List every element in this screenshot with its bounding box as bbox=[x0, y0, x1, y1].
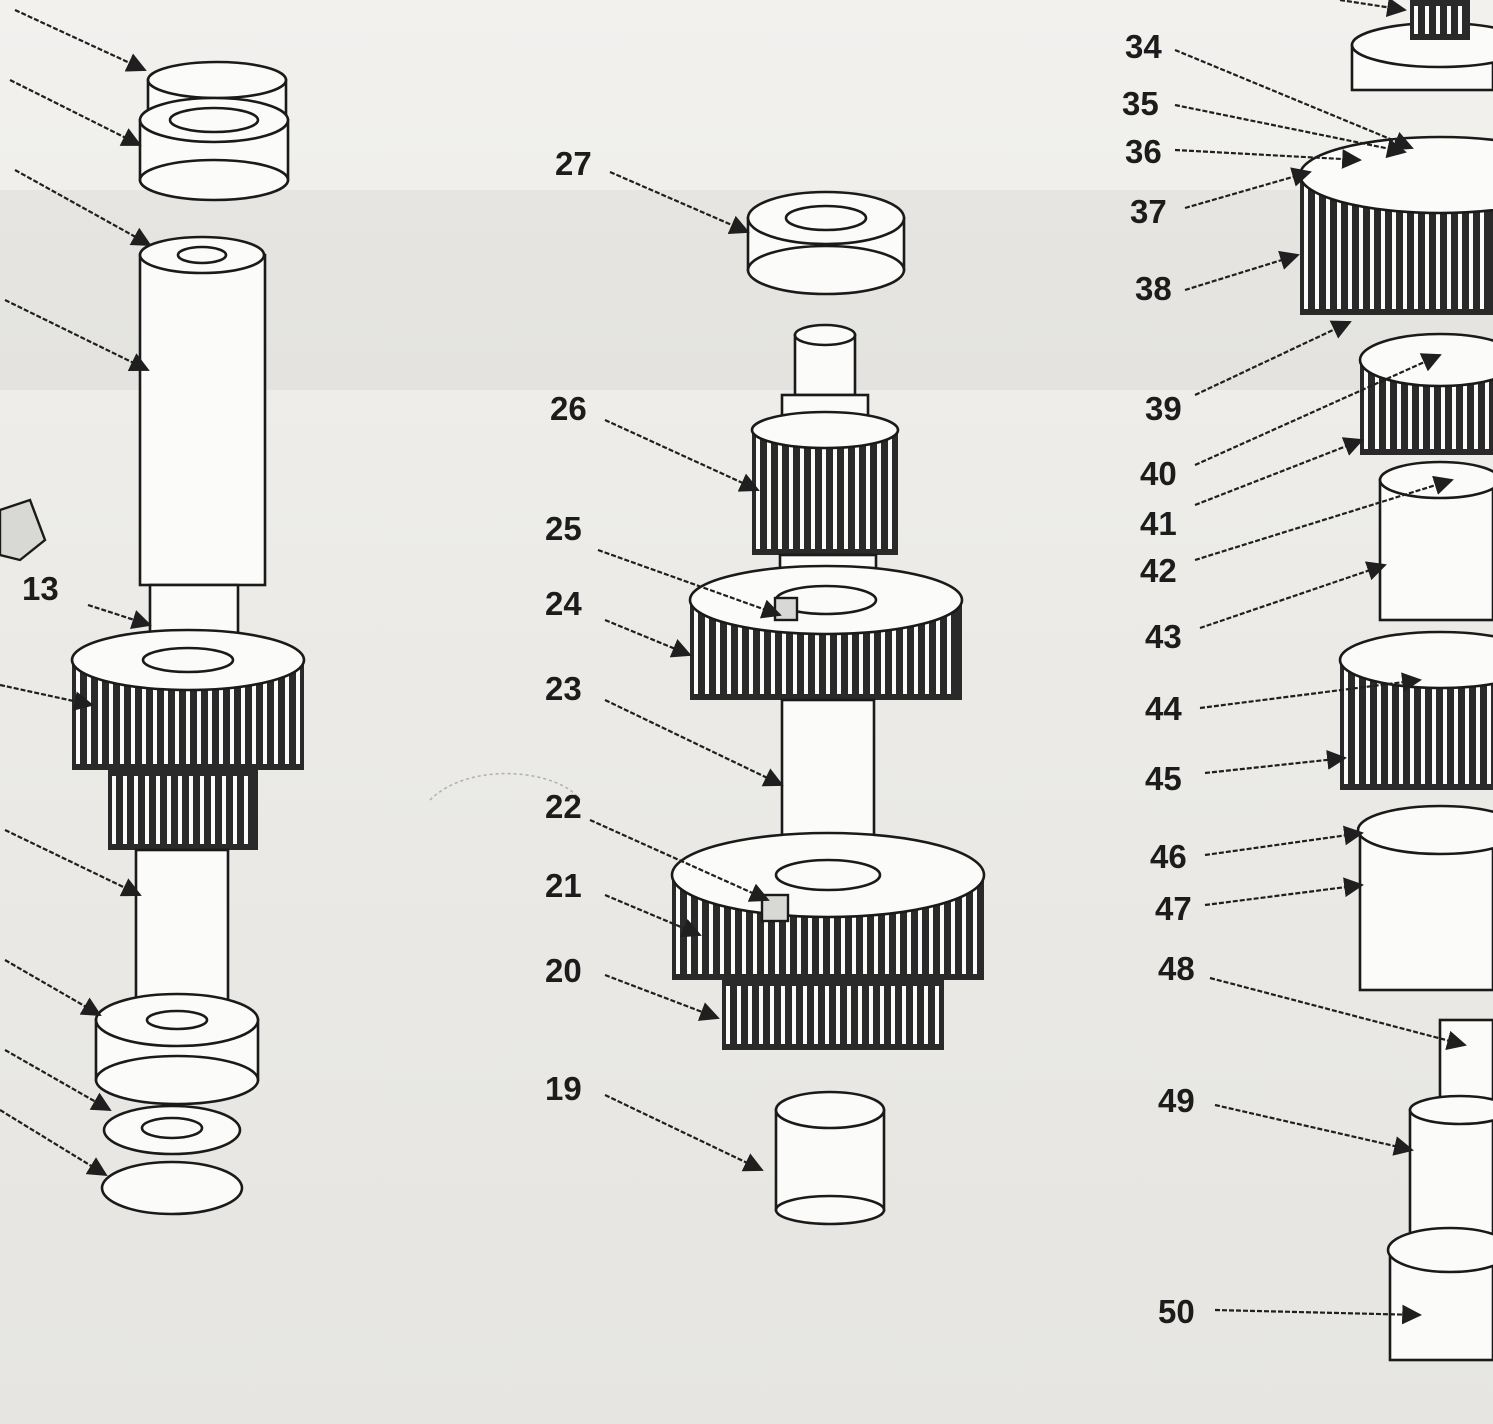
left-bottom-bearing bbox=[94, 992, 260, 1106]
callout-34: 34 bbox=[1125, 28, 1162, 65]
callout-46: 46 bbox=[1150, 838, 1187, 875]
right-top-cap bbox=[1350, 0, 1493, 92]
gear-26 bbox=[750, 410, 900, 555]
gear-teeth bbox=[756, 436, 892, 549]
callout-35: 35 bbox=[1122, 85, 1159, 122]
callout-38: 38 bbox=[1135, 270, 1172, 307]
callout-13: 13 bbox=[22, 570, 59, 607]
gear-38 bbox=[1298, 135, 1493, 315]
callout-44: 44 bbox=[1145, 690, 1182, 727]
gear-teeth bbox=[1414, 6, 1462, 34]
callout-45: 45 bbox=[1145, 760, 1182, 797]
gear-teeth bbox=[1364, 366, 1489, 449]
center-shaft-assembly bbox=[429, 190, 986, 1226]
left-shaft bbox=[138, 235, 267, 677]
left-helical-gear bbox=[70, 628, 306, 850]
callout-36: 36 bbox=[1125, 133, 1162, 170]
callout-labels: 13 19 20 21 22 23 24 25 26 27 34 35 36 3… bbox=[22, 28, 1195, 1330]
callout-19: 19 bbox=[545, 1070, 582, 1107]
gear-teeth bbox=[112, 776, 248, 844]
left-bracket bbox=[0, 498, 47, 562]
gear-20 bbox=[722, 980, 944, 1050]
bushing-49 bbox=[1408, 1094, 1493, 1242]
bearing-27 bbox=[746, 190, 906, 296]
bearing-50 bbox=[1386, 1226, 1493, 1362]
gear-40 bbox=[1358, 332, 1493, 455]
gear-teeth bbox=[1304, 181, 1484, 309]
gear-teeth bbox=[726, 986, 939, 1044]
bearing-46-47 bbox=[1356, 804, 1493, 992]
callout-40: 40 bbox=[1140, 455, 1177, 492]
callout-49: 49 bbox=[1158, 1082, 1195, 1119]
left-shaft-assembly bbox=[0, 9, 306, 1216]
leader-lines bbox=[87, 0, 1467, 1325]
gear-21 bbox=[670, 831, 986, 980]
callout-39: 39 bbox=[1145, 390, 1182, 427]
gear-teeth bbox=[1344, 666, 1491, 784]
left-disc bbox=[100, 1160, 244, 1216]
callout-25: 25 bbox=[545, 510, 582, 547]
callout-21: 21 bbox=[545, 867, 582, 904]
right-shaft-assembly bbox=[1298, 0, 1493, 1362]
callout-23: 23 bbox=[545, 670, 582, 707]
gear-teeth bbox=[676, 881, 977, 974]
gear-teeth bbox=[694, 606, 951, 694]
key-25 bbox=[773, 596, 799, 622]
bushing-19 bbox=[774, 1090, 886, 1226]
left-washer bbox=[102, 1104, 242, 1156]
callout-47: 47 bbox=[1155, 890, 1192, 927]
callout-22: 22 bbox=[545, 788, 582, 825]
callout-48: 48 bbox=[1158, 950, 1195, 987]
callout-27: 27 bbox=[555, 145, 592, 182]
gear-teeth bbox=[76, 666, 300, 764]
callout-42: 42 bbox=[1140, 552, 1177, 589]
collar-42-43 bbox=[1378, 460, 1493, 622]
callout-37: 37 bbox=[1130, 193, 1167, 230]
callout-41: 41 bbox=[1140, 505, 1177, 542]
gear-24 bbox=[688, 564, 964, 700]
gear-45 bbox=[1338, 630, 1493, 790]
left-top-bearing bbox=[138, 96, 290, 202]
callout-43: 43 bbox=[1145, 618, 1182, 655]
callout-24: 24 bbox=[545, 585, 582, 622]
callout-26: 26 bbox=[550, 390, 587, 427]
callout-20: 20 bbox=[545, 952, 582, 989]
callout-50: 50 bbox=[1158, 1293, 1195, 1330]
